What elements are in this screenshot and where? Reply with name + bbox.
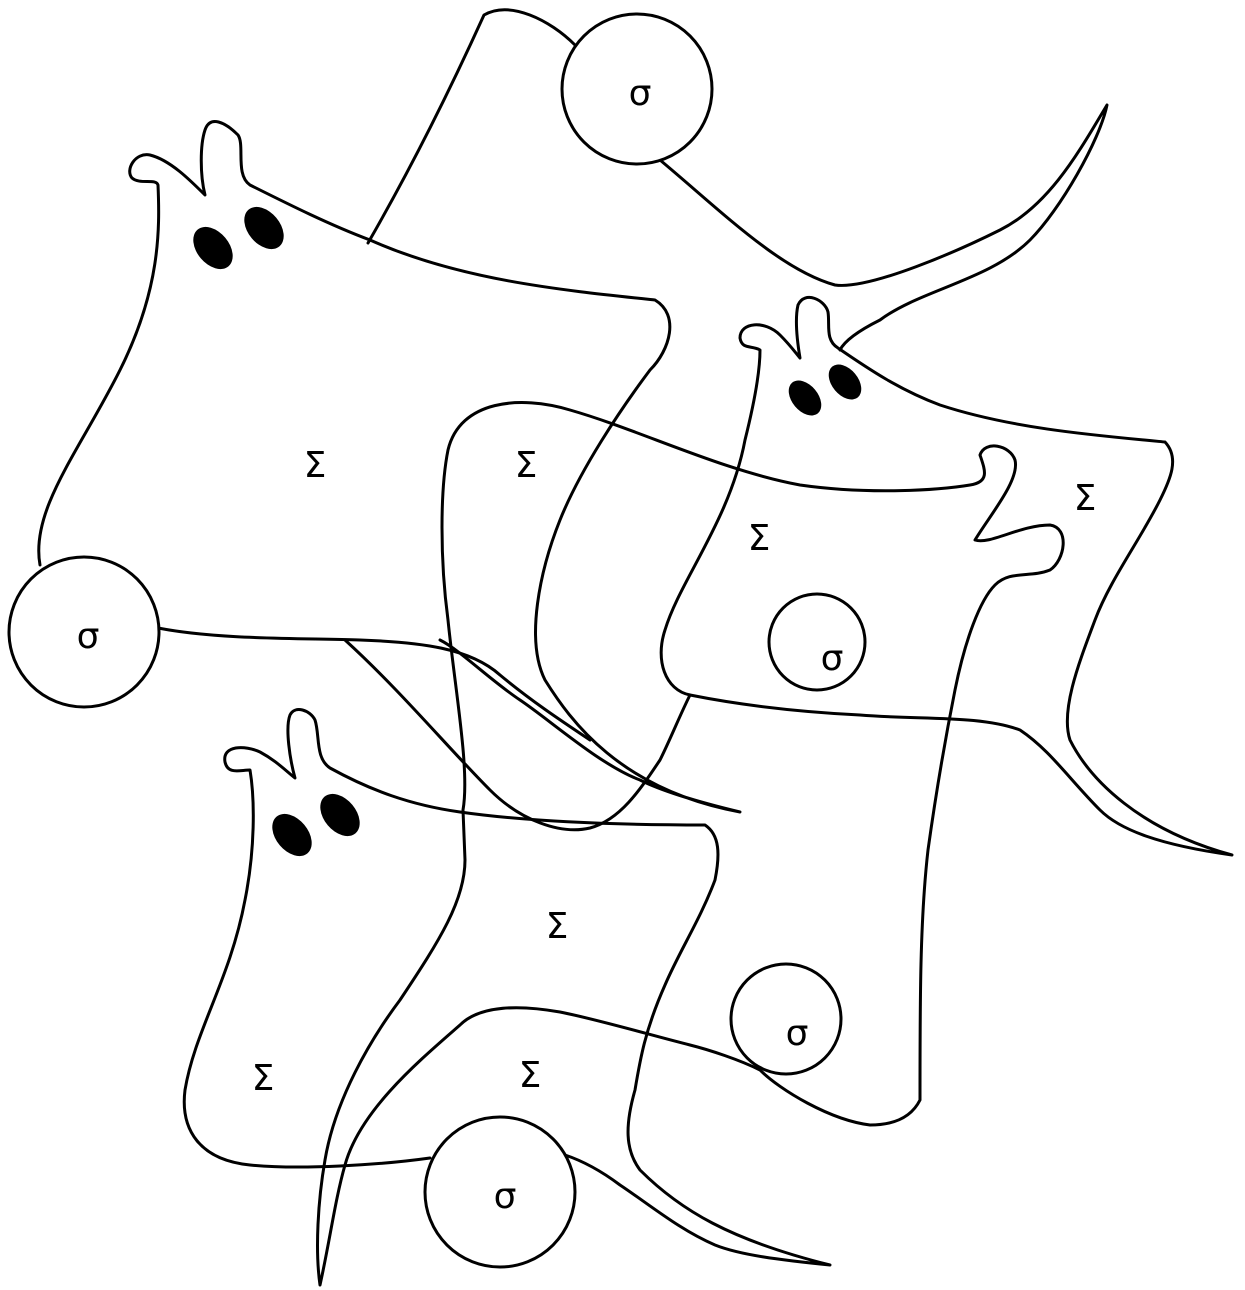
ghost-eye-icon	[822, 358, 868, 405]
sigma-label: σ	[821, 638, 844, 679]
sigma-node-2: σ	[9, 557, 159, 707]
sigma-node-4: σ	[731, 964, 841, 1074]
ghost-shape-2	[661, 297, 1232, 855]
connector-path	[158, 628, 590, 740]
ghost-eye-icon	[185, 219, 240, 276]
ghost-shape-1	[39, 122, 740, 812]
sigma-label: σ	[786, 1013, 809, 1054]
big-sigma-label: Σ	[546, 906, 569, 947]
big-sigma-label: Σ	[748, 518, 771, 559]
sigma-label: σ	[77, 616, 100, 657]
big-sigma-label: Σ	[515, 445, 538, 486]
sigma-node-1: σ	[562, 14, 712, 164]
big-sigma-label: Σ	[304, 445, 327, 486]
sigma-node-5: σ	[425, 1117, 575, 1267]
ghost-eye-icon	[782, 374, 828, 421]
big-sigma-label: Σ	[519, 1055, 542, 1096]
connector-path	[318, 403, 1064, 1285]
sigma-label: σ	[629, 73, 652, 114]
big-sigma-label: Σ	[1074, 478, 1097, 519]
sigma-label: σ	[494, 1176, 517, 1217]
ghost-eye-icon	[236, 199, 291, 256]
connector-path	[660, 105, 1107, 350]
connector-path	[345, 640, 690, 830]
connector-path	[368, 10, 575, 243]
sigma-node-3: σ	[769, 594, 865, 690]
ghost-eye-icon	[312, 786, 367, 843]
ghost-eye-icon	[264, 806, 319, 863]
big-sigma-label: Σ	[252, 1058, 275, 1099]
